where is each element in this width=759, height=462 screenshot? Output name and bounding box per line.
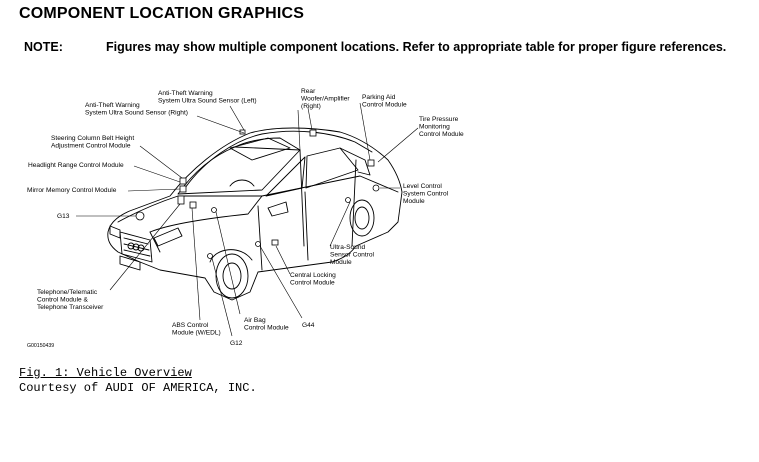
page-title: COMPONENT LOCATION GRAPHICS <box>19 5 305 22</box>
car-hood <box>117 195 263 233</box>
marker-g12 <box>207 253 213 259</box>
figure-caption: Fig. 1: Vehicle Overview <box>19 366 192 380</box>
marker-air-bag <box>211 207 217 213</box>
figure-credit: Courtesy of AUDI OF AMERICA, INC. <box>19 381 257 395</box>
car-grille <box>119 231 153 263</box>
marker-parking-aid <box>367 159 375 167</box>
marker-telephone <box>177 195 185 205</box>
marker-mirror-memory <box>179 185 187 193</box>
marker-level-control <box>372 184 380 192</box>
car-sunroof <box>229 137 291 161</box>
car-drawing <box>107 127 403 301</box>
car-windshield <box>177 146 301 195</box>
marker-headlight-range <box>179 177 187 185</box>
car-mirror <box>267 201 289 217</box>
marker-central-locking <box>271 239 279 246</box>
car-roof <box>184 130 373 189</box>
marker-g44 <box>255 241 261 247</box>
car-front-wheel <box>215 253 249 299</box>
component-markers <box>135 129 380 259</box>
label-g12: G12 <box>230 340 243 347</box>
marker-ultra-sound <box>345 197 351 203</box>
car-rear-wheel <box>349 199 375 237</box>
car-headlight-right <box>153 227 183 247</box>
car-headlight-left <box>109 225 121 239</box>
car-license-plate <box>119 255 141 271</box>
car-window-rear <box>305 147 359 189</box>
label-figure-id: G00150439 <box>27 343 54 349</box>
marker-rear-woofer <box>309 129 317 137</box>
note-text: Figures may show multiple component loca… <box>106 40 727 54</box>
marker-anti-theft-left <box>239 129 246 135</box>
car-body-outline <box>107 127 403 301</box>
label-mirror-memory: Mirror Memory Control Module <box>27 187 117 194</box>
note-label: NOTE: <box>24 40 63 54</box>
marker-g13 <box>135 211 145 221</box>
car-window-front <box>265 156 306 197</box>
marker-abs <box>189 201 197 209</box>
label-g13: G13 <box>57 213 70 220</box>
label-headlight-range: Headlight Range Control Module <box>28 162 124 169</box>
label-g44: G44 <box>302 322 315 329</box>
leader-lines <box>76 102 419 337</box>
